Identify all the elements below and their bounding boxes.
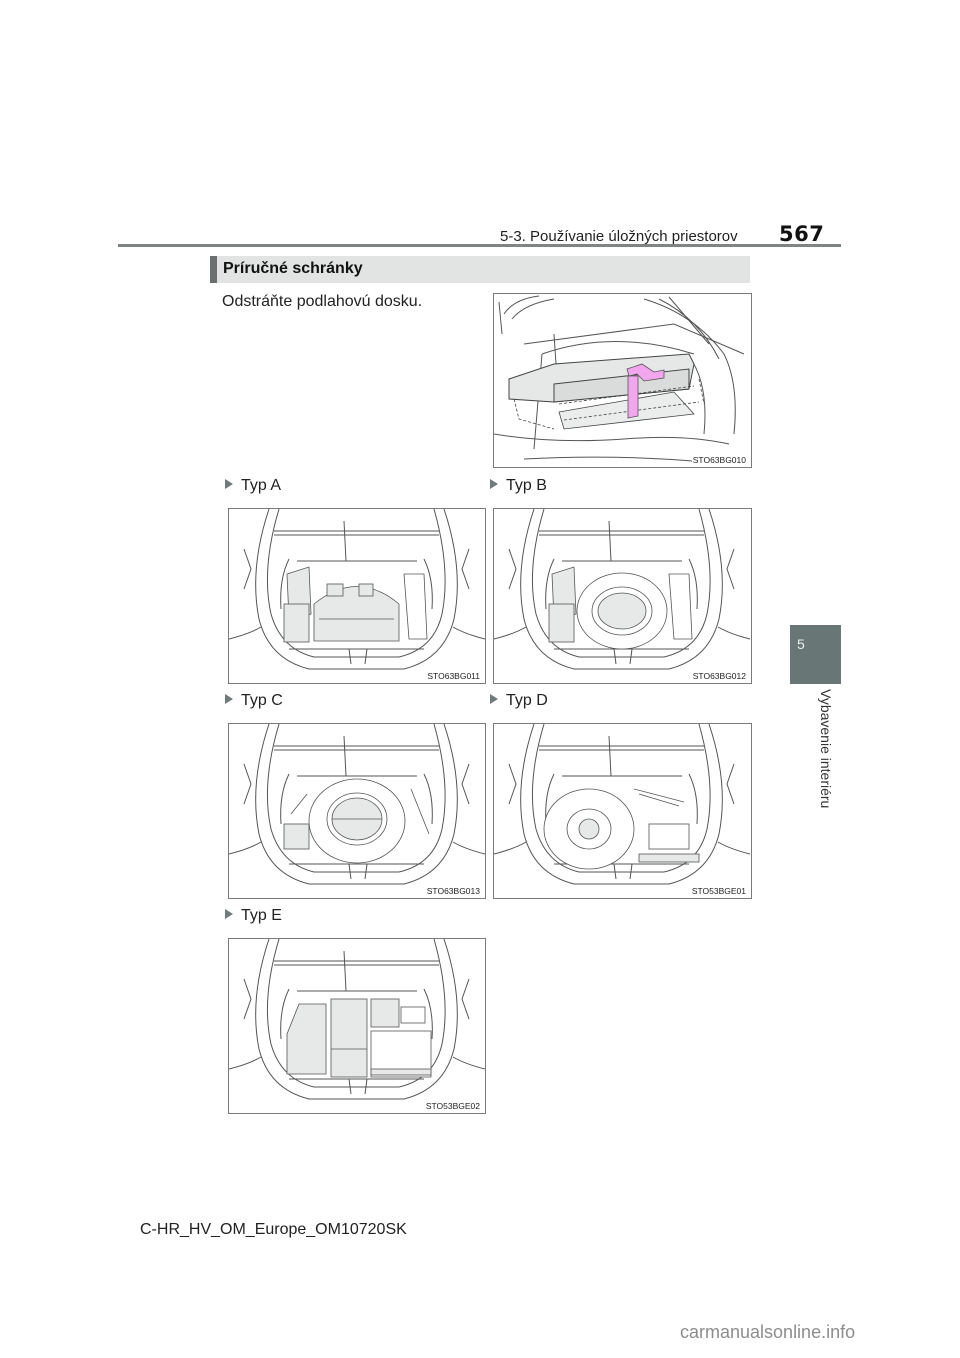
figure-type-b: STO63BG012 — [493, 508, 752, 684]
illustration-trunk-type-b — [494, 509, 751, 670]
figure-type-e: STO53BGE02 — [228, 938, 486, 1114]
watermark-link[interactable]: carmanualsonline.info — [680, 1322, 856, 1342]
illustration-trunk-type-d — [494, 724, 751, 885]
instruction-text: Odstráňte podlahovú dosku. — [222, 293, 423, 310]
bullet-triangle-icon — [490, 694, 498, 704]
section-title: Príručné schránky — [223, 260, 363, 277]
figure-code-type-e: STO53BGE02 — [424, 1101, 481, 1111]
type-label-d: Typ D — [490, 692, 548, 710]
figure-type-a: STO63BG011 — [228, 508, 486, 684]
bullet-triangle-icon — [225, 909, 233, 919]
figure-code-type-b: STO63BG012 — [691, 671, 747, 681]
document-code: C-HR_HV_OM_Europe_OM10720SK — [140, 1221, 407, 1238]
figure-code-type-c: STO63BG013 — [425, 886, 481, 896]
figure-code-main: STO63BG010 — [691, 455, 747, 465]
illustration-trunk-type-c — [229, 724, 485, 885]
figure-code-type-a: STO63BG011 — [426, 671, 481, 681]
illustration-trunk-floor-board — [494, 295, 745, 463]
type-label-b: Typ B — [490, 477, 547, 495]
chapter-tab: 5 — [790, 625, 841, 684]
header-divider — [118, 244, 841, 247]
chapter-label: Vybavenie interiéru — [818, 689, 834, 809]
section-heading-bar: Príručné schránky — [210, 256, 750, 283]
type-label-a: Typ A — [225, 477, 281, 495]
figure-code-type-d: STO53BGE01 — [690, 886, 747, 896]
section-heading-accent — [210, 256, 217, 283]
bullet-triangle-icon — [490, 479, 498, 489]
type-label-e: Typ E — [225, 907, 282, 925]
figure-remove-floor-board: STO63BG010 — [493, 293, 752, 468]
header-section-path: 5-3. Používanie úložných priestorov — [500, 228, 738, 245]
figure-type-d: STO53BGE01 — [493, 723, 752, 899]
bullet-triangle-icon — [225, 694, 233, 704]
illustration-trunk-type-e — [229, 939, 485, 1100]
bullet-triangle-icon — [225, 479, 233, 489]
figure-type-c: STO63BG013 — [228, 723, 486, 899]
type-label-c: Typ C — [225, 692, 283, 710]
illustration-trunk-type-a — [229, 509, 485, 670]
chapter-number: 5 — [797, 636, 805, 652]
page-number: 567 — [779, 222, 825, 246]
